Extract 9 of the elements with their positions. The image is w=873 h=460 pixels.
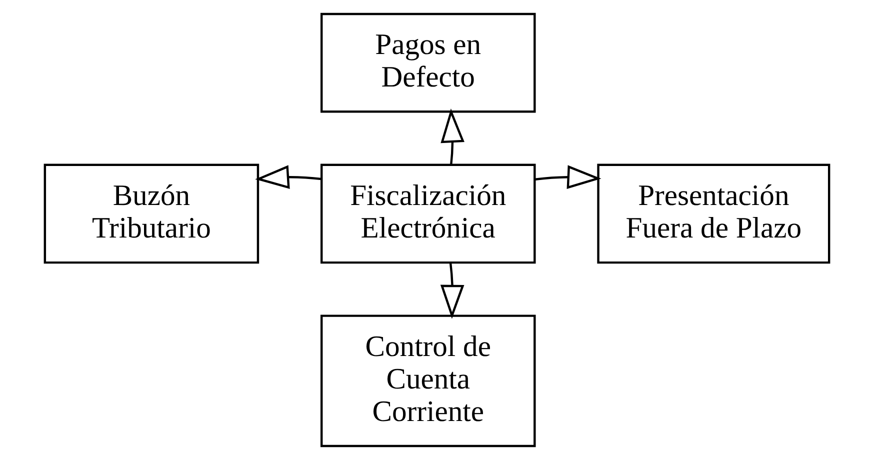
node-box: Control de Cuenta Corriente [320, 314, 536, 448]
node-box: Buzón Tributario [43, 164, 259, 264]
arrow [440, 108, 464, 165]
node-box: Presentación Fuera de Plazo [596, 164, 830, 264]
arrow [534, 165, 601, 189]
arrow [440, 262, 464, 319]
node-box: Fiscalización Electrónica [320, 164, 536, 264]
node-box: Pagos en Defecto [320, 12, 536, 113]
arrow [254, 165, 322, 189]
